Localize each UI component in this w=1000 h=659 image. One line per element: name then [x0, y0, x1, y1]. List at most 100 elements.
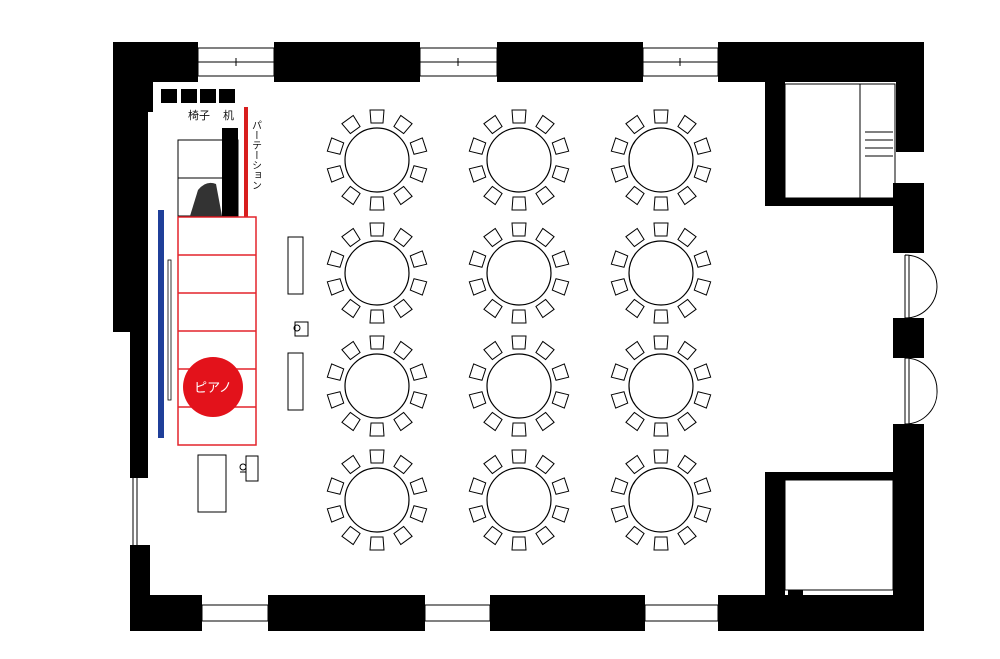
- table-chair: [677, 340, 697, 361]
- stacked-chairs: [161, 89, 235, 103]
- table-chair: [511, 222, 527, 237]
- stairs: [859, 83, 896, 199]
- side-room-upper: [784, 83, 861, 199]
- table-chair: [483, 298, 503, 319]
- wall-top-right: [718, 42, 924, 82]
- round-table: [610, 449, 712, 551]
- door-right-2: [904, 357, 938, 425]
- table-chair: [511, 536, 527, 551]
- table-chair: [625, 227, 645, 248]
- table-chair: [393, 411, 413, 432]
- wall-right-lower: [893, 424, 924, 631]
- round-table: [468, 335, 570, 437]
- table-chair: [610, 250, 629, 268]
- table-chair: [551, 363, 570, 381]
- table-chair: [511, 335, 527, 350]
- table-chair: [625, 454, 645, 475]
- partition: [244, 107, 248, 217]
- table-chair: [551, 477, 570, 495]
- table-chair: [341, 525, 361, 546]
- table-chair: [393, 114, 413, 135]
- table-top: [486, 353, 552, 419]
- table-chair: [511, 309, 527, 324]
- table-chair: [483, 227, 503, 248]
- table-chair: [393, 340, 413, 361]
- wall-right-bottom-block2: [765, 472, 895, 480]
- table-chair: [653, 109, 669, 124]
- table-chair: [625, 411, 645, 432]
- table-chair: [653, 536, 669, 551]
- table-chair: [653, 222, 669, 237]
- table-chair: [535, 185, 555, 206]
- table-chair: [341, 227, 361, 248]
- stacked-chair: [200, 89, 216, 103]
- stacked-chair: [181, 89, 197, 103]
- table-chair: [326, 250, 345, 268]
- table-chair: [369, 222, 385, 237]
- piano-cover: [190, 182, 222, 216]
- wall-right-bottom-block: [765, 472, 785, 602]
- table-chair: [693, 477, 712, 495]
- table-chair: [511, 196, 527, 211]
- table-chair: [369, 196, 385, 211]
- table-top: [628, 240, 694, 306]
- window-bottom-1: [201, 604, 269, 622]
- table-chair: [468, 137, 487, 155]
- table-top: [344, 240, 410, 306]
- table-chair: [677, 454, 697, 475]
- table-chair: [535, 114, 555, 135]
- table-chair: [551, 505, 570, 523]
- round-table: [468, 222, 570, 324]
- table-top: [344, 353, 410, 419]
- round-tables: [326, 109, 712, 551]
- table-chair: [610, 278, 629, 296]
- speaker-icon: [293, 321, 309, 337]
- table-chair: [483, 454, 503, 475]
- table-chair: [677, 525, 697, 546]
- wall-right-between-doors: [893, 318, 924, 358]
- wall-bottom-mid1: [268, 595, 425, 631]
- table-chair: [468, 250, 487, 268]
- round-table: [610, 222, 712, 324]
- table-chair: [625, 525, 645, 546]
- table-chair: [693, 391, 712, 409]
- table-top: [486, 467, 552, 533]
- wall-left-notch: [113, 82, 153, 112]
- table-chair: [625, 185, 645, 206]
- table-chair: [625, 298, 645, 319]
- table-chair: [610, 165, 629, 183]
- table-chair: [326, 391, 345, 409]
- table-chair: [409, 165, 428, 183]
- table-chair: [393, 525, 413, 546]
- wall-top-middle-2: [497, 42, 643, 82]
- table-chair: [341, 114, 361, 135]
- table-chair: [326, 505, 345, 523]
- table-chair: [468, 363, 487, 381]
- table-chair: [653, 196, 669, 211]
- table-chair: [326, 477, 345, 495]
- table-chair: [341, 340, 361, 361]
- round-table: [326, 335, 428, 437]
- table-chair: [369, 536, 385, 551]
- table-chair: [326, 137, 345, 155]
- window-bottom-3: [644, 604, 719, 622]
- table-chair: [483, 185, 503, 206]
- round-table: [468, 109, 570, 211]
- table-chair: [677, 298, 697, 319]
- table-chair: [677, 185, 697, 206]
- piano-label: ピアノ: [194, 381, 232, 396]
- table-chair: [393, 454, 413, 475]
- table-chair: [677, 411, 697, 432]
- table-chair: [341, 411, 361, 432]
- table-chair: [409, 363, 428, 381]
- wall-top-middle: [274, 42, 420, 82]
- table-chair: [625, 114, 645, 135]
- table-chair: [341, 454, 361, 475]
- table-chair: [369, 449, 385, 464]
- table-chair: [341, 298, 361, 319]
- table-top: [344, 467, 410, 533]
- wall-right-top-block2: [765, 198, 895, 206]
- partition-label: パーテーション: [250, 120, 262, 190]
- door-right-1: [904, 254, 938, 319]
- table-chair: [610, 391, 629, 409]
